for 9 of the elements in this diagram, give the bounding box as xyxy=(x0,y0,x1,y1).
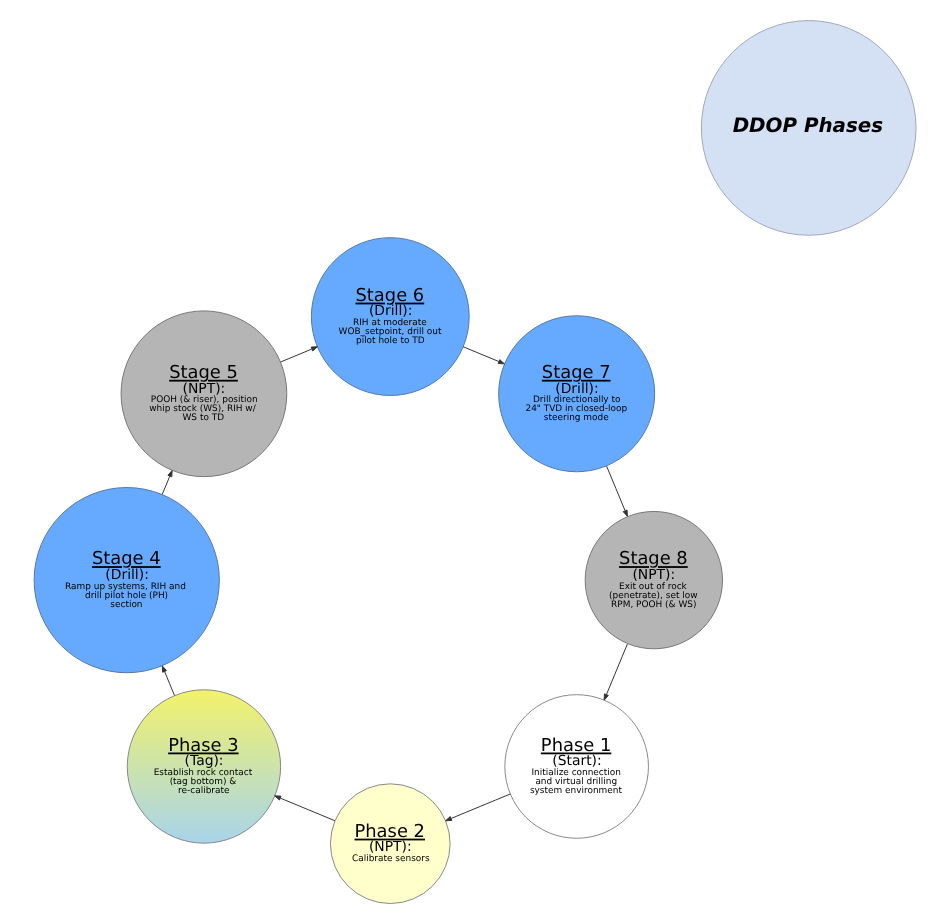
arrow xyxy=(279,346,317,363)
arrow xyxy=(444,793,510,822)
node-circle: DDOP Phases xyxy=(699,20,916,236)
arrow xyxy=(602,643,627,701)
arrow xyxy=(461,346,504,365)
arrow xyxy=(273,795,335,822)
arrow xyxy=(160,470,172,495)
arrow xyxy=(605,465,627,517)
arrow xyxy=(160,665,174,696)
